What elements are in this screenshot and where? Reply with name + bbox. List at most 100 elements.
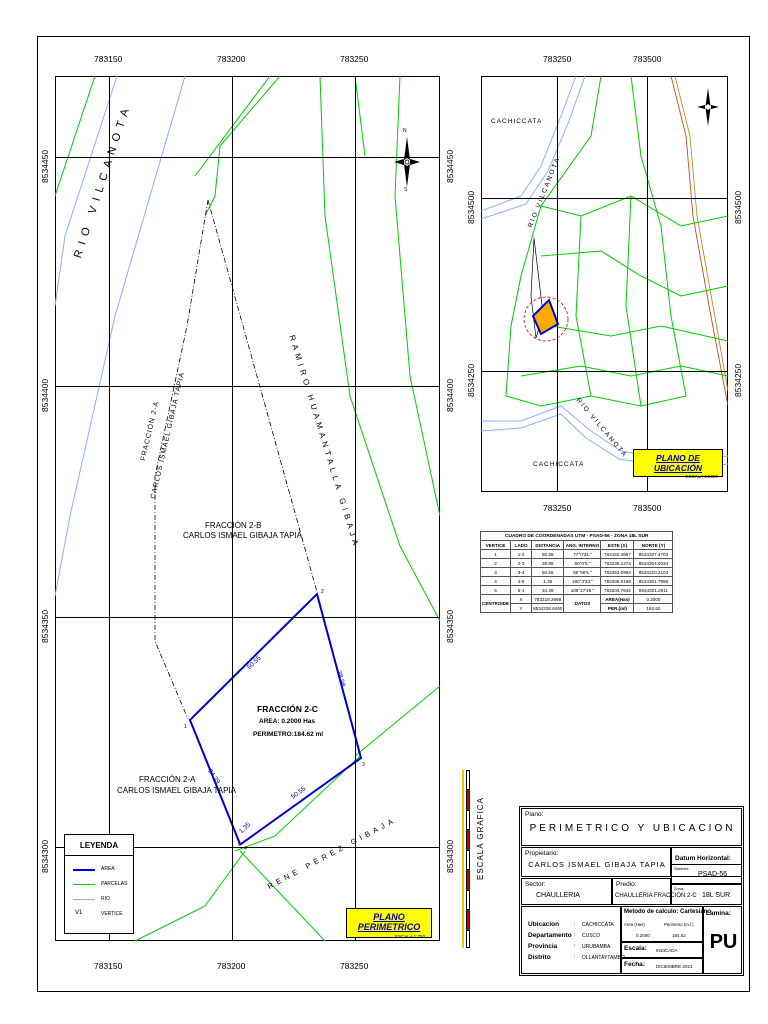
tb-zona: Zona 18L SUR [671,884,742,905]
table-cell: 5-1 [510,585,533,595]
owner-name: CARLOS ISMAEL GIBAJA TAPIA [528,860,666,869]
tb-colon: : [574,921,576,927]
table-cell: PER.(ml) [600,603,635,613]
table-cell: 783253.0994 [600,567,635,577]
parcel-line [239,850,326,941]
tb-label: Distrito [528,954,551,961]
y-tick-label: 8534450 [40,149,50,183]
grid-line [55,386,440,387]
tb-label: Datum Horizontal: [675,855,731,862]
legend-label: VERTICE [101,911,123,917]
tb-label: Lamina: [706,910,731,917]
tb-datum: Datum Horizontal: [671,847,742,877]
table-row: Y 8534326.6460 PER.(ml) 184.62 [481,603,674,613]
grid-line [647,76,648,492]
grid-line [55,847,440,848]
river-line [481,76,586,220]
table-cell: 77°0'34." [563,549,602,559]
table-cell: 50.55 [531,549,565,559]
y-tick-label: 8534300 [445,839,455,873]
table-cell: 85°56'5." [563,567,602,577]
parcel-label: FRACCIÓN 2-B [205,521,262,530]
table-cell: 180°3'33." [563,576,602,586]
legend-symbol: V1 [75,910,83,916]
x-tick-label: 783250 [543,54,572,64]
y-tick-label: 8534450 [445,149,455,183]
table-cell: 2-3 [510,558,533,568]
table-cell: 783204.7642 [600,585,635,595]
tb-label: Plano: [525,811,544,818]
table-cell: 8534301.2911 [633,585,674,595]
y-tick-label: 8534350 [40,609,50,643]
parcel-line [505,76,602,397]
predio-value: CHAULLERIA FRACCIÓN 2-C [615,893,697,899]
road-line [670,76,728,407]
location-map-title-box: PLANO DE UBICACIÓN ESCALA 1:5000 [633,449,723,479]
table-cell: Y [510,603,533,613]
legend-label: RIO [101,896,110,902]
grid-line [481,371,728,372]
area-polygon [531,298,560,336]
vertex-label: 4 [244,846,247,852]
grid-line [232,76,233,941]
boundary-dashdot [530,237,544,339]
table-cell: 2 [479,558,512,568]
plan-title: PERIMETRICO Y UBICACION [529,823,736,834]
river-line [55,76,118,307]
x-tick-label: 783500 [633,54,662,64]
parcel-line [204,76,281,217]
x-tick-label: 783150 [94,961,123,971]
boundary-dashdot [207,199,318,593]
x-tick-label: 783250 [340,961,369,971]
table-cell: DATOS [563,594,602,613]
table-header: NORTE (Y) [633,540,674,550]
main-map-drawing [55,76,440,941]
legend-title: LEYENDA [79,841,119,850]
x-tick-label: 783250 [543,503,572,513]
tb-sector: Sector: CHAULLERIA [521,878,612,905]
y-tick-label: 8534250 [733,363,743,397]
tb-label: Predio: [616,881,637,888]
x-tick-label: 783250 [340,54,369,64]
parcel-line [55,76,96,197]
table-cell: 1.35 [531,576,565,586]
parcel-line [354,76,366,157]
table-title: CUADRO DE COORDENADAS UTM - PSAD-56 - ZO… [479,531,674,541]
area-polygon [188,592,363,845]
table-cell: 0.2000 [633,594,674,604]
table-cell: 8534320.2104 [633,567,674,577]
tb-sheet: Lamina: PU [703,906,742,974]
parcel-line [540,195,728,227]
table-cell: CENTROIDE [479,594,512,613]
grid-line [55,617,440,618]
tb-label: Propietario: [525,850,559,857]
tb-label: Sistema [674,866,689,871]
table-cell: 90°0'0." [563,558,602,568]
parcel-label: FRACCIÓN 2-A [139,775,196,784]
parcel-line [354,685,440,757]
tb-label: Perimetro (m.l.) [664,922,694,927]
table-row: CENTROIDE X 783219.2998 DATOS AREA(Has) … [479,594,674,613]
y-tick-label: 8534250 [466,363,476,397]
grid-line [355,76,356,941]
sheet-code: PU [709,931,738,953]
location-map-scale: ESCALA 1:5000 [685,474,718,479]
table-header: DISTANCIA [531,540,565,550]
tb-label: Metodo de calculo: Cartesiano [624,909,712,915]
parcel-line [520,365,728,377]
table-cell: 5 [479,585,512,595]
table-header: LADO [510,540,533,550]
sector-value: CHAULLERIA [536,892,580,899]
area-highlight-circle [523,296,569,342]
tb-label: Ubicacion [528,921,560,928]
table-cell: 783206.0168 [600,576,635,586]
vertex-label: 5 [238,842,241,848]
y-tick-label: 8534400 [445,378,455,412]
parcel-line [234,755,361,852]
y-tick-label: 8534500 [733,190,743,224]
table-cell: 4 [479,576,512,586]
tb-fecha: Fecha: DICIEMBRE-2021 [621,958,703,974]
